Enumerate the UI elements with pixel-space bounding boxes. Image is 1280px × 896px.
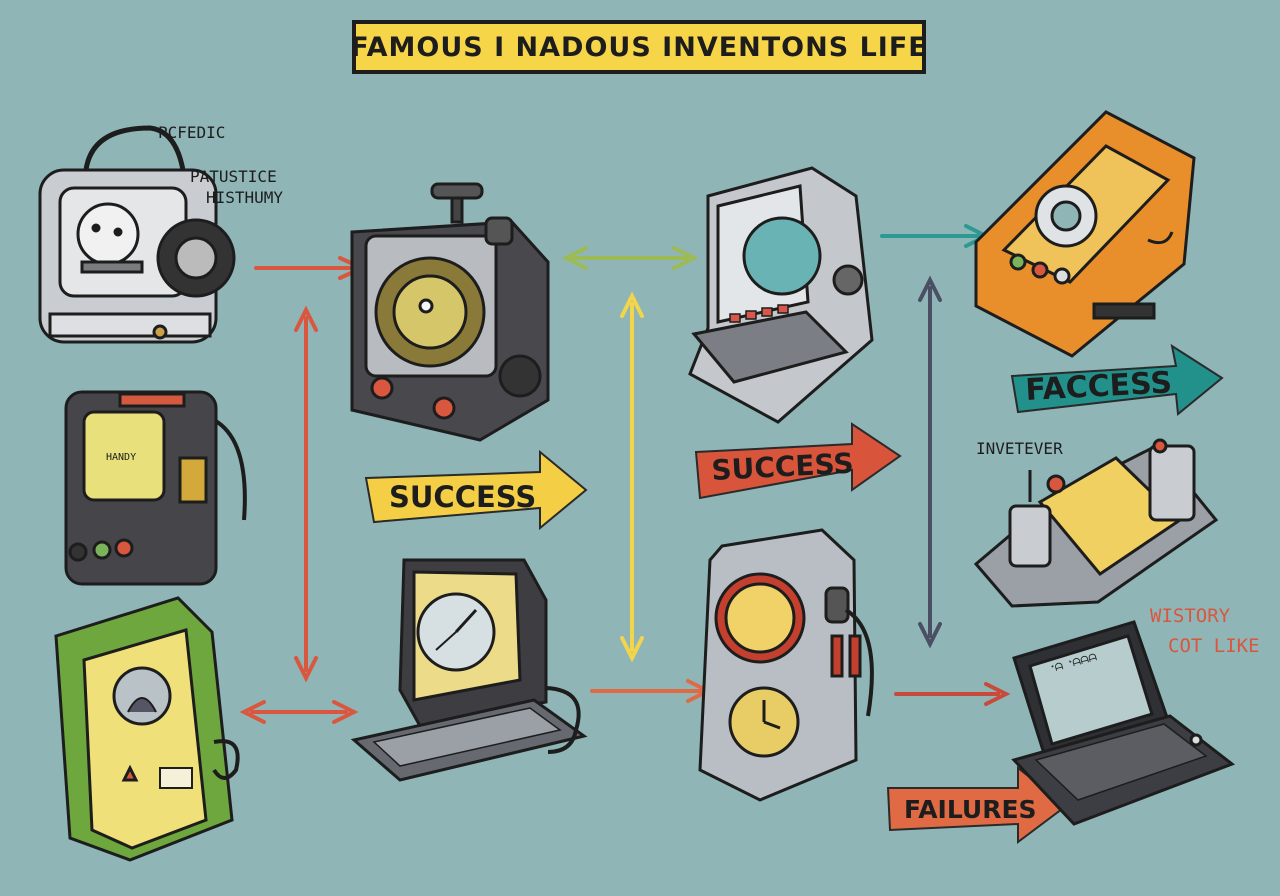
device-black-laptop: ᐩᗩ ᐩᗩᗩᗩ [1011, 620, 1236, 826]
label-pcfedic: PCFEDIC [158, 123, 225, 142]
device-yellow-machine [973, 438, 1219, 608]
label-cot-like: COT LIKE [1168, 635, 1260, 657]
label-wistory: WISTORY [1150, 605, 1231, 627]
handy-screen-text: HANDY [106, 452, 136, 463]
banner-success-yellow-label: SUCCESS [389, 480, 536, 514]
arrow-phonograph-to-radio [254, 256, 367, 280]
label-patustice: PATUSTICE [190, 167, 277, 186]
device-orange-console [974, 110, 1196, 358]
banner-success-red-label: SUCCESS [711, 447, 855, 487]
device-handheld-radio: HANDY [64, 390, 247, 586]
banner-success-yellow: SUCCESS [364, 449, 588, 531]
label-histhumy: HISTHUMY [206, 188, 283, 207]
title-box: FAMOUS I NADOUS INVENTONS LIFE [350, 20, 928, 74]
device-radio-dial [350, 182, 550, 442]
arrow-vertical-right-double [918, 275, 942, 649]
terminal-keys [729, 304, 789, 323]
banner-failures: FAILURES [886, 765, 1068, 844]
arrow-clockmeter-to-laptop [894, 682, 1011, 706]
connector-arrows [239, 224, 1011, 724]
banner-success-red: SUCCESS [694, 422, 902, 500]
arrow-vertical-left-double [294, 305, 318, 683]
arrow-laptop-to-clockmeter [590, 679, 713, 703]
arrow-radio-computer-double [561, 246, 699, 270]
device-arcade [54, 596, 240, 862]
device-computer-terminal [688, 166, 874, 424]
banner-faccess-label: FACCESS [1025, 365, 1173, 408]
label-invetever: INVETEVER [976, 439, 1063, 458]
arrow-horizontal-bottom-left-double [239, 700, 359, 724]
device-clock-meter [698, 528, 874, 802]
arrow-computer-to-console [880, 224, 991, 248]
device-phonograph [38, 125, 236, 344]
page-title: FAMOUS I NADOUS INVENTONS LIFE [350, 31, 928, 63]
banner-faccess: FACCESS [1010, 343, 1224, 416]
device-gauge-laptop [350, 558, 588, 782]
banner-failures-label: FAILURES [904, 795, 1037, 824]
arrow-vertical-center-double [620, 291, 644, 663]
